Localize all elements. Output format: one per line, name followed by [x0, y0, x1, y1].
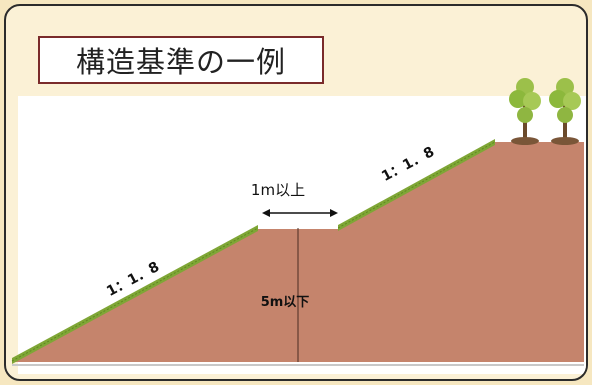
berm-width-label: 1m以上: [251, 181, 305, 199]
upper-grass-texture: [337, 141, 496, 229]
berm-width-arrow: [262, 209, 338, 217]
height-label: 5m以下: [261, 295, 310, 310]
title-box: 構造基準の一例: [38, 36, 324, 84]
lower-grass-texture: [11, 227, 259, 362]
tree-icon: [509, 78, 541, 145]
tree-icon: [549, 78, 581, 145]
page-title: 構造基準の一例: [75, 45, 286, 79]
lower-slope-grass: [12, 225, 258, 364]
